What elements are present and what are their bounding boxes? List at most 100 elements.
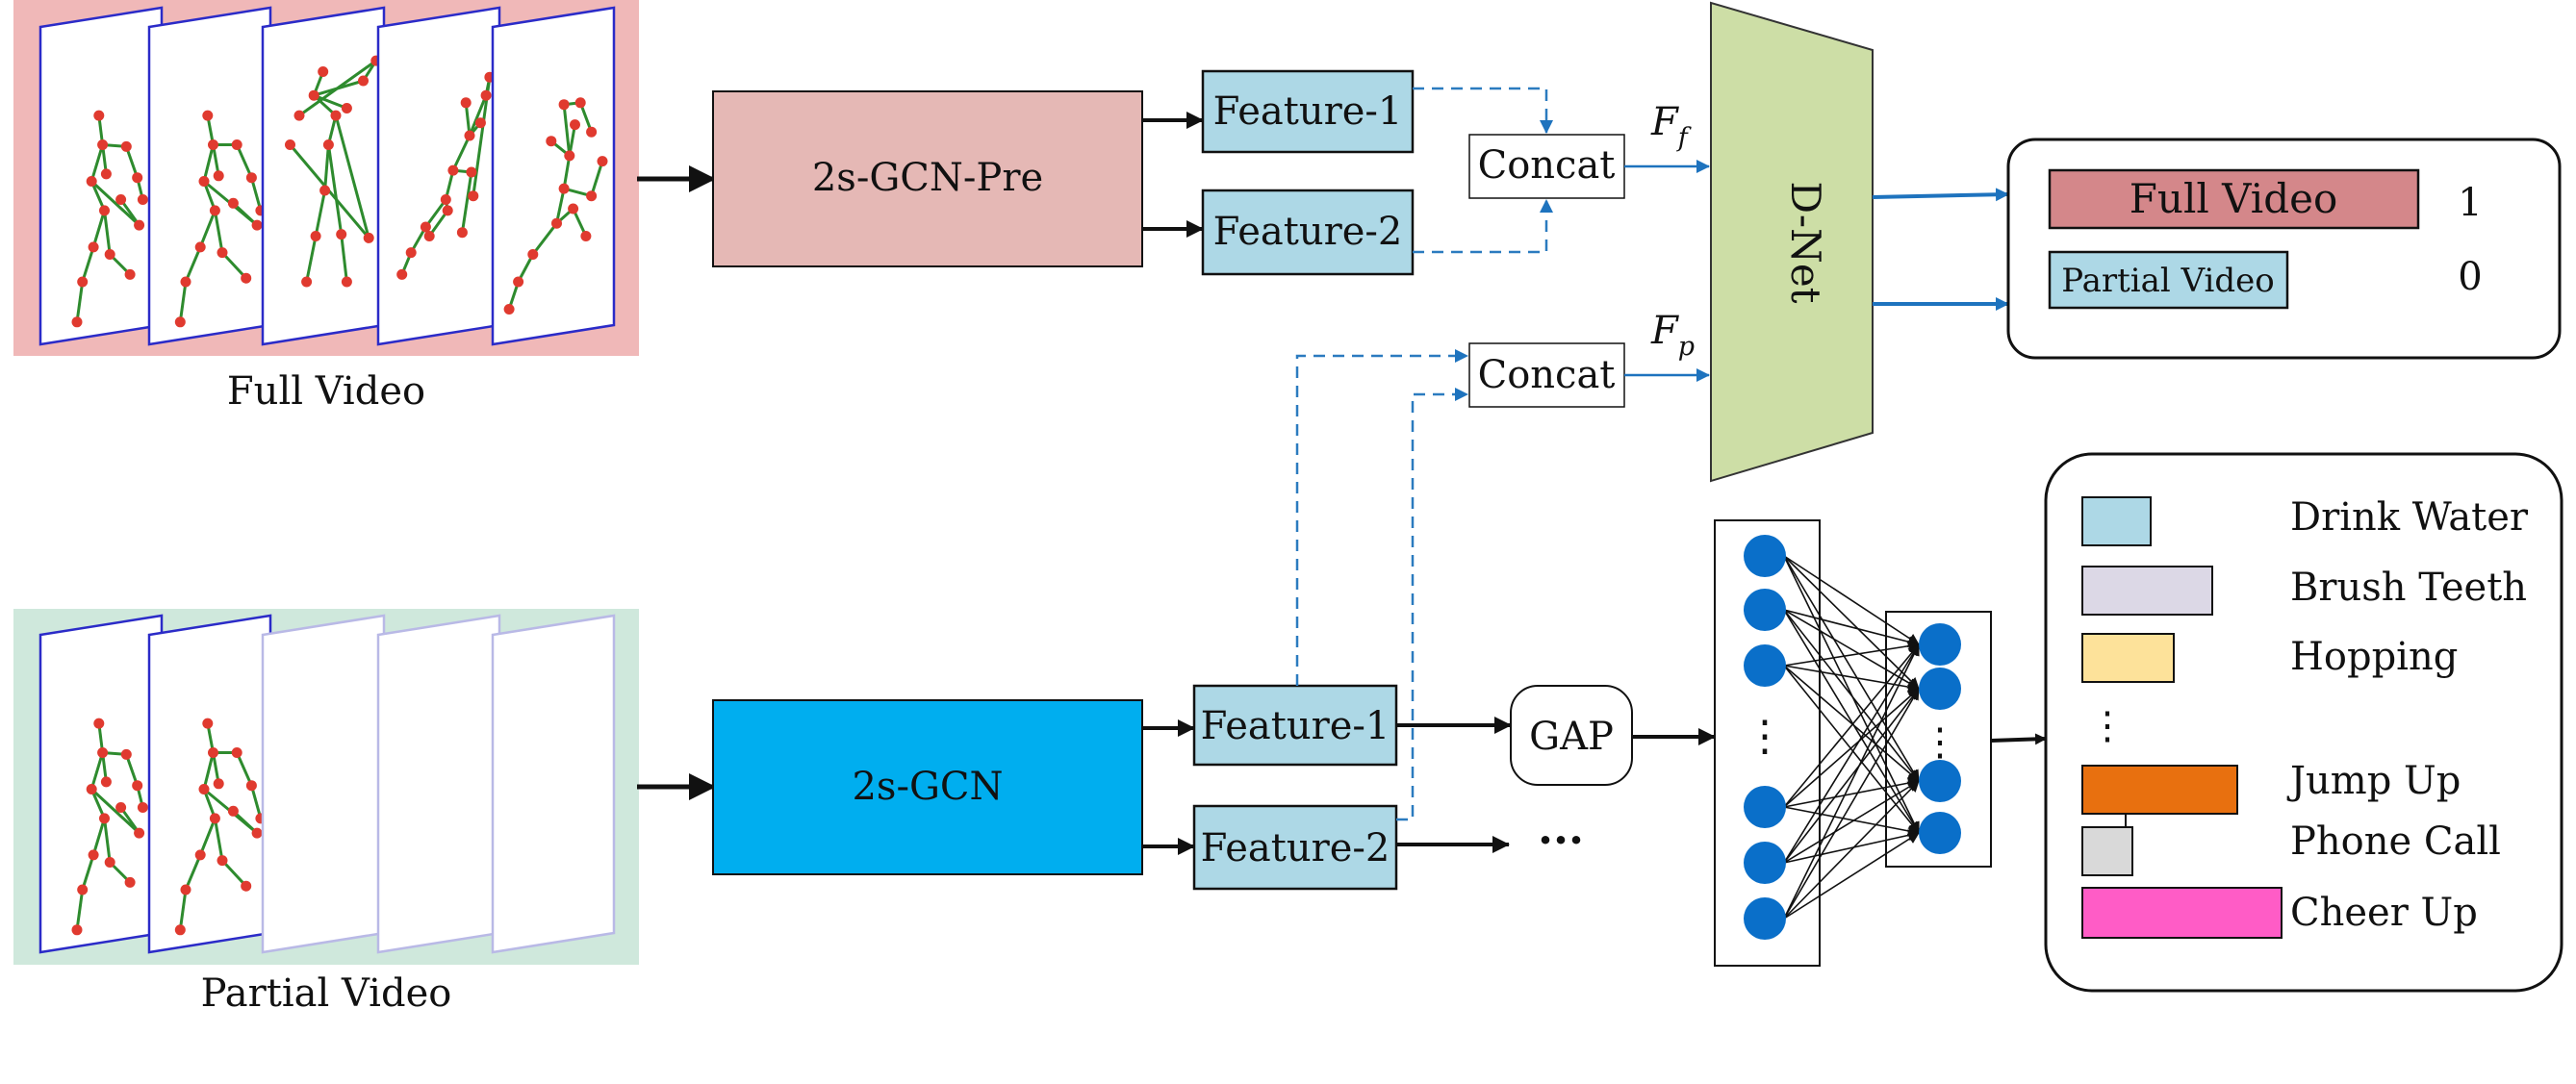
skeleton-joint	[440, 194, 451, 205]
skeleton-bone	[249, 177, 263, 212]
model-label: 2s-GCN	[852, 765, 1003, 809]
arrow-dnet-to-full-output	[1872, 188, 2009, 202]
skeleton-joint	[586, 190, 598, 202]
ff-label: Ff	[1650, 100, 1692, 153]
skeleton-joint	[251, 827, 263, 839]
skeleton-joint	[308, 89, 319, 101]
skeleton-joint	[318, 66, 329, 77]
skeleton-joint	[137, 194, 148, 205]
skeleton-joint	[97, 747, 109, 758]
arrow-network-to-classes	[1990, 733, 2047, 745]
skeleton-joint	[100, 776, 112, 788]
skeleton-joint	[597, 156, 608, 167]
skeleton-bone	[103, 210, 112, 255]
video-frame	[38, 6, 164, 346]
class-cheer-up-label: Cheer Up	[2290, 891, 2478, 935]
top-feature-2-label: Feature-2	[1213, 210, 1403, 254]
skeleton-bone	[184, 854, 202, 891]
full-video-caption: Full Video	[227, 369, 425, 414]
dashed-feature1-to-concat	[1413, 87, 1553, 134]
output-partial-video-label: Partial Video	[2061, 262, 2275, 300]
skeleton-joint	[564, 150, 575, 162]
skeleton-joint	[213, 170, 224, 182]
network-edge	[1783, 555, 1920, 782]
skeleton-joint	[174, 924, 186, 936]
skeleton-joint	[285, 139, 295, 150]
skeleton-bone	[562, 104, 572, 157]
input-layer-dots: ⋮	[1744, 712, 1786, 761]
skeleton-joint	[198, 176, 210, 187]
network-edge	[1783, 829, 1920, 864]
blank-video-frame	[261, 614, 386, 954]
class-jump-up-label: Jump Up	[2286, 759, 2461, 803]
blank-video-frame	[491, 614, 616, 954]
partial-video-input: Partial Video	[13, 609, 639, 1016]
video-frame	[261, 6, 386, 346]
network-edge	[1783, 609, 1920, 648]
network-edge	[1783, 688, 1920, 864]
partial-video-caption: Partial Video	[201, 971, 452, 1016]
top-feature-2-box	[1201, 189, 1415, 276]
skeleton-joint	[180, 276, 191, 288]
skeleton-joint	[88, 849, 99, 861]
skeleton-joint	[99, 205, 110, 216]
skeleton-bone	[340, 234, 348, 283]
hidden-neuron	[1919, 812, 1961, 854]
skeleton-joint	[330, 110, 342, 121]
full-video-input: Full Video	[13, 0, 639, 414]
skeleton-bone	[464, 102, 472, 137]
concat-bottom-label: Concat	[1478, 353, 1616, 397]
network-edge	[1783, 640, 1920, 667]
concat-top-label: Concat	[1478, 143, 1616, 188]
skeleton-bone	[232, 810, 259, 835]
skeleton-joint	[213, 778, 224, 790]
skeleton-joint	[241, 272, 252, 284]
skeleton-joint	[245, 172, 257, 184]
skeleton-bone	[298, 59, 377, 117]
skeleton-joint	[202, 110, 214, 121]
skeleton-joint	[227, 805, 239, 817]
concat-top-box	[1468, 134, 1625, 199]
skeleton-joint	[194, 849, 206, 861]
video-frame	[376, 6, 501, 346]
skeleton-joint	[336, 229, 347, 240]
skeleton-joint	[310, 231, 321, 241]
skeleton-joint	[93, 110, 105, 121]
skeleton-joint	[405, 247, 417, 259]
skeleton-figure	[71, 718, 148, 936]
skeleton-bone	[103, 818, 112, 863]
skeleton-joint	[513, 276, 524, 288]
network-edge	[1783, 609, 1920, 690]
class-cheer-up-swatch	[2081, 887, 2283, 939]
skeleton-joint	[99, 813, 110, 824]
skeleton-bone	[202, 144, 215, 182]
skeleton-joint	[115, 194, 127, 205]
skeleton-joint	[137, 802, 148, 813]
skeleton-joint	[341, 103, 352, 113]
skeleton-joint	[194, 241, 206, 253]
input-neuron	[1744, 842, 1786, 884]
skeleton-bone	[198, 210, 217, 248]
skeleton-joint	[134, 219, 145, 231]
network-edges	[1783, 555, 1920, 920]
skeleton-joint	[120, 748, 132, 760]
class-phone-call-swatch	[2081, 826, 2133, 876]
class-brush-teeth-swatch	[2081, 566, 2213, 616]
skeleton-joint	[217, 247, 228, 259]
skeleton-bone	[184, 246, 202, 283]
skeleton-joint	[180, 884, 191, 895]
skeleton-bone	[75, 889, 85, 931]
skeleton-joint	[209, 205, 220, 216]
skeleton-joint	[341, 276, 352, 288]
skeleton-joint	[132, 780, 143, 792]
skeleton-joint	[86, 784, 97, 794]
skeleton-joint	[208, 139, 218, 150]
skeleton-bone	[178, 889, 188, 931]
network-edge	[1783, 665, 1920, 834]
network-nodes	[1744, 535, 1961, 940]
network-edge	[1783, 806, 1920, 837]
class-jump-up-swatch	[2081, 765, 2238, 815]
skeleton-figure	[396, 71, 496, 280]
skeleton-bone	[334, 114, 370, 239]
fp-label: Fp	[1650, 309, 1695, 362]
